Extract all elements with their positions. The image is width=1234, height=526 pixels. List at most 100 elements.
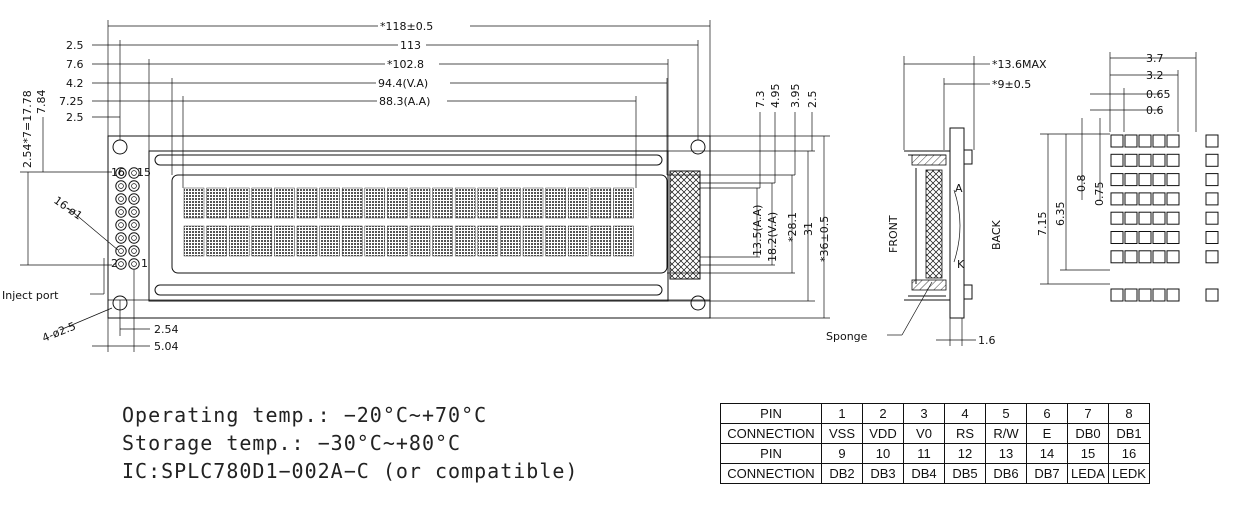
pin-table-cell: DB6 — [985, 463, 1027, 484]
pixel-dot — [1152, 231, 1166, 244]
character-cell — [454, 225, 476, 257]
pin-table-cell: DB3 — [862, 463, 904, 484]
character-cell — [387, 225, 408, 257]
pin-pad — [128, 167, 140, 179]
cathode-label: K — [957, 258, 965, 271]
dim-bezel-height: *28.1 — [786, 212, 799, 242]
pin-table-row-label: CONNECTION — [720, 423, 822, 444]
pin-pad — [128, 180, 140, 192]
dim-pin-offset: 7.84 — [35, 90, 48, 115]
dim-pin-hole: 16-ø1 — [51, 194, 84, 223]
character-grid — [183, 187, 634, 257]
dim-va-width: 94.4(V.A) — [378, 77, 428, 90]
pixel-dot — [1138, 173, 1152, 187]
character-cell — [251, 225, 273, 257]
character-cell — [296, 225, 318, 257]
pin-hole — [118, 222, 124, 228]
character-cell — [500, 225, 521, 257]
character-cell — [500, 187, 521, 219]
character-cell — [477, 225, 499, 257]
dot-detail: 3.7 3.2 0.65 0.6 7.15 6.35 0.8 0.75 — [1036, 52, 1219, 302]
pixel-dot — [1138, 231, 1152, 244]
pin-pad — [115, 258, 127, 270]
pin-hole — [131, 235, 137, 241]
pin-hole — [118, 170, 124, 176]
pixel-dot — [1152, 250, 1166, 264]
front-view: 16 15 2 1 — [107, 135, 711, 319]
pin-hole — [118, 248, 124, 254]
viewing-area — [171, 174, 668, 274]
dim-hole-pitch: 113 — [400, 39, 421, 52]
dim-max-thickness: *13.6MAX — [992, 58, 1047, 71]
dim-right-7-3: 7.3 — [754, 91, 767, 109]
dim-right-3-95: 3.95 — [789, 84, 802, 109]
pin-table-cell: V0 — [903, 423, 945, 444]
pixel-dot — [1124, 153, 1138, 167]
character-cell — [432, 225, 453, 257]
character-cell — [567, 187, 589, 219]
pixel-dot — [1166, 192, 1180, 206]
pixel-dot — [1110, 288, 1124, 302]
pin-table-cell: 13 — [985, 443, 1027, 464]
pixel-dot — [1166, 134, 1180, 148]
character-cell — [364, 225, 386, 257]
pin-table-cell: LEDA — [1067, 463, 1109, 484]
pixel-dot — [1138, 211, 1152, 225]
operating-temp: Operating temp.: −20°C~+70°C — [122, 403, 488, 427]
pixel-dot — [1205, 288, 1219, 302]
anode-label: A — [955, 182, 963, 195]
character-cell — [319, 225, 340, 257]
dim-left-2-5: 2.5 — [66, 39, 84, 52]
character-cell — [409, 187, 431, 219]
pin-pad — [115, 167, 127, 179]
dim-right-4-95: 4.95 — [769, 84, 782, 109]
pin-hole — [131, 196, 137, 202]
pin-table-cell: LEDK — [1108, 463, 1150, 484]
pixel-dot — [1166, 173, 1180, 187]
pin-pad — [128, 193, 140, 205]
pixel-dot — [1152, 192, 1166, 206]
pin-pad — [115, 193, 127, 205]
pixel-dot — [1110, 153, 1124, 167]
dim-panel-thickness: *9±0.5 — [992, 78, 1031, 91]
pin-table-cell: 6 — [1026, 403, 1068, 424]
character-cell — [613, 225, 634, 257]
character-cell — [409, 225, 431, 257]
pixel-dot — [1110, 134, 1124, 148]
pixel-dot — [1152, 134, 1166, 148]
pin-hole — [118, 196, 124, 202]
pin-pad — [115, 206, 127, 218]
pixel-dot — [1124, 173, 1138, 187]
dim-char-width: 3.7 — [1146, 52, 1164, 65]
pin-table-cell: 5 — [985, 403, 1027, 424]
character-cell — [613, 187, 634, 219]
dim-pcb-height: 31 — [802, 222, 815, 236]
pin-pad — [115, 245, 127, 257]
pixel-dot — [1166, 153, 1180, 167]
pin-table-cell: 14 — [1026, 443, 1068, 464]
pin-hole — [131, 261, 137, 267]
pin-hole — [131, 209, 137, 215]
pixel-dot — [1205, 231, 1219, 244]
dim-pin-pitch: 2.54 — [154, 323, 179, 336]
pixel-dot — [1124, 134, 1138, 148]
dim-right-2-5: 2.5 — [806, 91, 819, 109]
pixel-dot — [1205, 250, 1219, 264]
character-cell — [590, 225, 612, 257]
dim-dot-size: 0.6 — [1146, 104, 1164, 117]
pin-table-cell: DB7 — [1026, 463, 1068, 484]
dim-dot-pitch-v: 0.8 — [1075, 175, 1088, 193]
pin-hole — [118, 235, 124, 241]
character-cell — [319, 187, 340, 219]
side-view: *13.6MAX *9±0.5 A K FRONT BACK Sponge 1.… — [826, 56, 1047, 347]
pin-table-cell: 2 — [862, 403, 904, 424]
character-cell — [274, 225, 295, 257]
character-cell — [522, 225, 544, 257]
character-cell — [590, 187, 612, 219]
pin-table-row-label: PIN — [720, 443, 822, 464]
pin-hole — [131, 170, 137, 176]
pin-table-cell: 7 — [1067, 403, 1109, 424]
